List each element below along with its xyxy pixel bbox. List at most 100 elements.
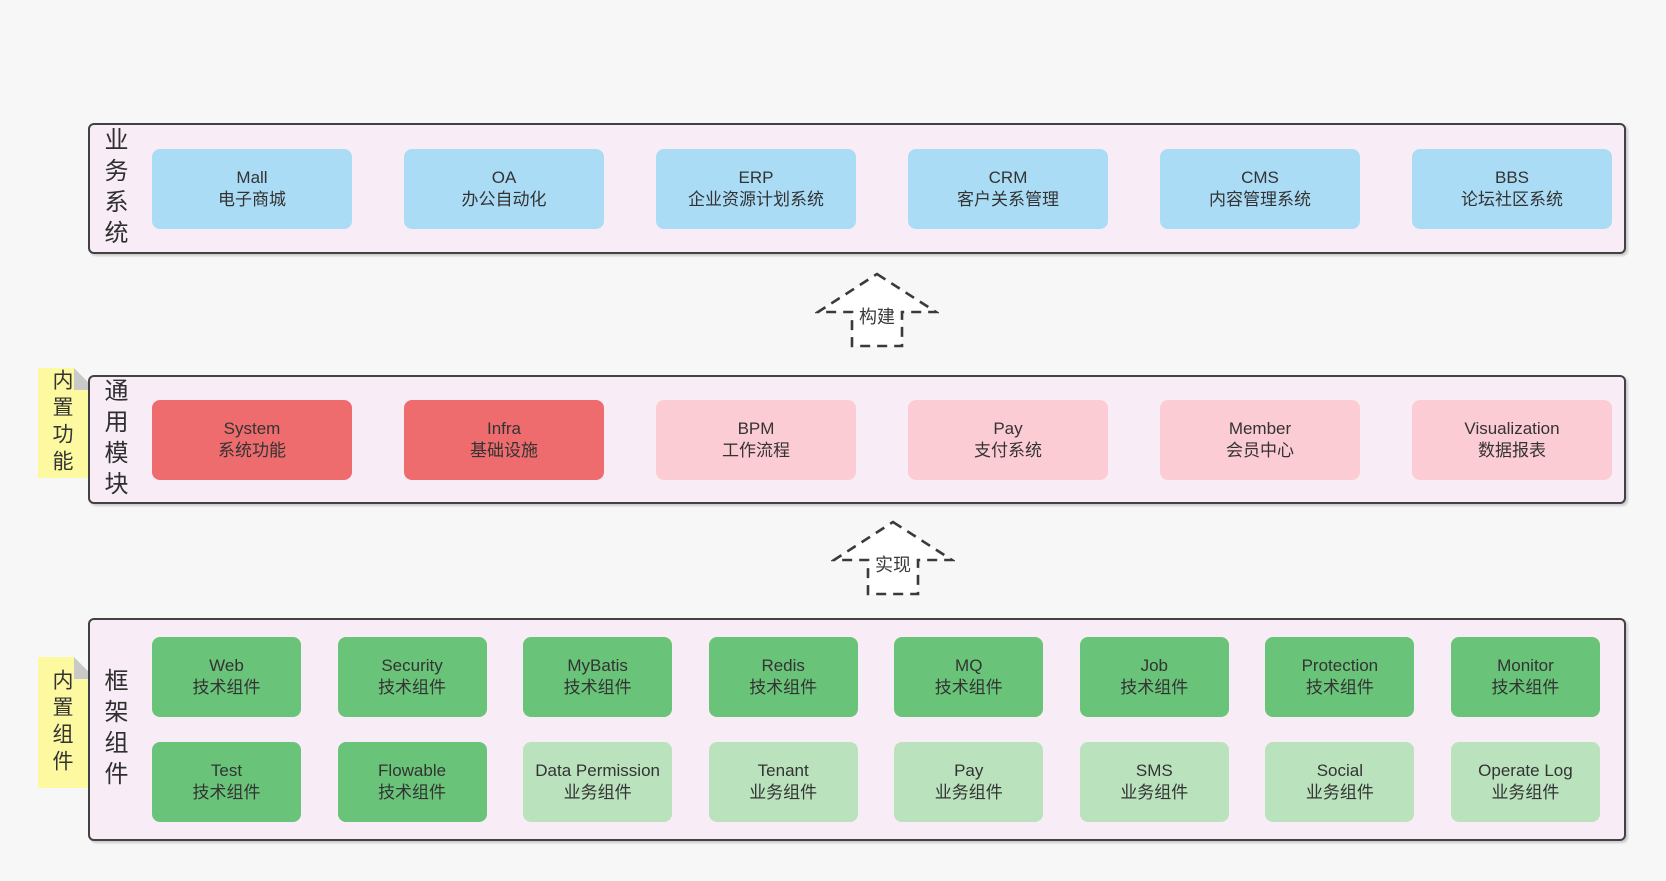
implement-arrow: 实现 [831,520,955,596]
box-system: System 系统功能 [152,399,352,480]
box-subtitle: 业务组件 [1491,783,1560,802]
section-label: 通用模块 [100,377,127,502]
box-crm: CRM 客户关系管理 [908,148,1108,229]
box-subtitle: 系统功能 [218,440,286,460]
box-pay-component: Pay 业务组件 [894,742,1044,822]
box-title: Tenant [757,761,809,780]
box-data-permission: Data Permission 业务组件 [523,742,673,822]
box-title: Redis [761,656,805,675]
box-title: BBS [1494,167,1530,187]
box-subtitle: 业务组件 [1120,783,1189,802]
box-mq: MQ 技术组件 [894,637,1044,717]
box-operate-log: Operate Log 业务组件 [1450,742,1600,822]
box-subtitle: 技术组件 [378,783,447,802]
box-subtitle: 技术组件 [378,678,447,697]
box-visualization: Visualization 数据报表 [1412,399,1612,480]
box-subtitle: 客户关系管理 [957,189,1059,209]
box-title: BPM [737,418,775,438]
box-subtitle: 业务组件 [1305,783,1374,802]
box-title: CMS [1241,167,1279,187]
arrow-label: 构建 [856,302,898,330]
box-title: MyBatis [567,656,628,675]
box-title: Mall [236,167,268,187]
box-sms: SMS 业务组件 [1079,742,1229,822]
box-subtitle: 业务组件 [563,783,632,802]
box-cms: CMS 内容管理系统 [1160,148,1360,229]
box-subtitle: 支付系统 [974,440,1042,460]
box-bbs: BBS 论坛社区系统 [1412,148,1612,229]
box-tenant: Tenant 业务组件 [708,742,858,822]
box-subtitle: 技术组件 [563,678,632,697]
sticky-tag-label: 内置组件 [50,668,73,777]
box-security: Security 技术组件 [337,637,487,717]
section-common-modules: 通用模块 System 系统功能 Infra 基础设施 BPM 工作流程 Pay… [88,375,1626,504]
box-title: Protection [1301,656,1379,675]
box-subtitle: 会员中心 [1226,440,1294,460]
box-title: Data Permission [535,761,660,780]
box-pay-module: Pay 支付系统 [908,399,1108,480]
box-title: Test [210,761,243,780]
box-mall: Mall 电子商城 [152,148,352,229]
sticky-tag-builtin-features: 内置功能 [38,368,96,478]
box-job: Job 技术组件 [1079,637,1229,717]
box-subtitle: 业务组件 [749,783,818,802]
sticky-tag-label: 内置功能 [50,369,73,477]
box-title: Flowable [378,761,447,780]
section-framework-components: 框架组件 Web 技术组件 Security 技术组件 MyBatis 技术组件… [88,618,1626,841]
box-title: Web [209,656,244,675]
box-mybatis: MyBatis 技术组件 [523,637,673,717]
biz-components-row: Test 技术组件 Flowable 技术组件 Data Permission … [152,742,1600,822]
common-modules-row: System 系统功能 Infra 基础设施 BPM 工作流程 Pay 支付系统… [152,399,1612,480]
box-subtitle: 企业资源计划系统 [688,189,824,209]
box-subtitle: 内容管理系统 [1209,189,1311,209]
box-redis: Redis 技术组件 [708,637,858,717]
box-title: Operate Log [1478,761,1573,780]
box-title: Pay [993,418,1023,438]
box-monitor: Monitor 技术组件 [1450,637,1600,717]
build-arrow: 构建 [815,272,939,348]
box-title: Job [1140,656,1169,675]
box-subtitle: 技术组件 [749,678,818,697]
box-subtitle: 技术组件 [1491,678,1560,697]
box-title: System [223,418,281,438]
box-subtitle: 基础设施 [470,440,538,460]
tech-components-row: Web 技术组件 Security 技术组件 MyBatis 技术组件 Redi… [152,637,1600,717]
box-title: OA [491,167,517,187]
box-test: Test 技术组件 [152,742,301,822]
box-subtitle: 论坛社区系统 [1461,189,1563,209]
box-flowable: Flowable 技术组件 [337,742,487,822]
box-title: ERP [738,167,774,187]
box-subtitle: 技术组件 [1305,678,1374,697]
arrow-label: 实现 [872,550,914,578]
section-label: 框架组件 [100,667,127,792]
section-label: 业务系统 [100,126,127,251]
box-subtitle: 业务组件 [934,783,1003,802]
box-member: Member 会员中心 [1160,399,1360,480]
box-subtitle: 工作流程 [722,440,790,460]
box-subtitle: 技术组件 [192,678,261,697]
box-protection: Protection 技术组件 [1265,637,1415,717]
box-subtitle: 电子商城 [218,189,286,209]
section-business-systems: 业务系统 Mall 电子商城 OA 办公自动化 ERP 企业资源计划系统 CRM… [88,123,1626,254]
box-title: Social [1316,761,1364,780]
box-erp: ERP 企业资源计划系统 [656,148,856,229]
box-oa: OA 办公自动化 [404,148,604,229]
box-title: CRM [988,167,1028,187]
box-bpm: BPM 工作流程 [656,399,856,480]
box-infra: Infra 基础设施 [404,399,604,480]
box-title: Visualization [1464,418,1560,438]
box-title: Pay [954,761,984,780]
box-title: Security [381,656,443,675]
box-title: SMS [1135,761,1173,780]
box-title: Infra [486,418,522,438]
box-subtitle: 办公自动化 [461,189,547,209]
business-systems-row: Mall 电子商城 OA 办公自动化 ERP 企业资源计划系统 CRM 客户关系… [152,148,1612,229]
box-title: Monitor [1497,656,1554,675]
box-subtitle: 技术组件 [192,783,261,802]
box-social: Social 业务组件 [1265,742,1415,822]
box-web: Web 技术组件 [152,637,301,717]
box-subtitle: 技术组件 [1120,678,1189,697]
box-title: Member [1228,418,1292,438]
box-subtitle: 技术组件 [934,678,1003,697]
